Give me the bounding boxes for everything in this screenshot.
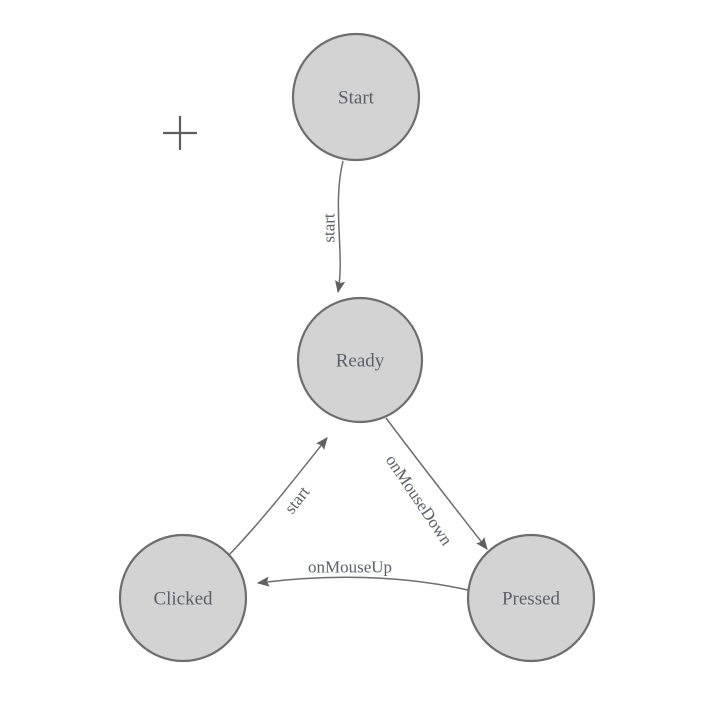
edge-label-start-to-ready: start <box>320 213 339 243</box>
edge-label-ready-to-pressed: onMouseDown <box>382 451 457 549</box>
state-node-start[interactable]: Start <box>291 32 421 162</box>
state-label-start: Start <box>338 88 375 109</box>
state-node-clicked[interactable]: Clicked <box>118 533 248 663</box>
edge-clicked-to-ready[interactable] <box>227 437 328 557</box>
state-node-pressed[interactable]: Pressed <box>466 533 596 663</box>
crosshair-marker <box>163 116 197 150</box>
edge-pressed-to-clicked[interactable] <box>256 576 469 591</box>
state-circle-ready[interactable] <box>296 296 424 424</box>
edge-start-to-ready[interactable] <box>335 160 346 294</box>
state-node-ready[interactable]: Ready <box>296 296 424 424</box>
edge-label-clicked-to-ready: start <box>281 482 314 517</box>
state-circle-clicked[interactable] <box>118 533 248 663</box>
state-label-pressed: Pressed <box>502 589 561 610</box>
state-circle-pressed[interactable] <box>466 533 596 663</box>
state-label-clicked: Clicked <box>153 589 213 610</box>
edge-ready-to-pressed[interactable] <box>385 417 488 550</box>
edge-label-pressed-to-clicked: onMouseUp <box>308 558 392 577</box>
state-circle-start[interactable] <box>291 32 421 162</box>
edges-layer <box>227 160 488 591</box>
state-label-ready: Ready <box>336 351 385 372</box>
